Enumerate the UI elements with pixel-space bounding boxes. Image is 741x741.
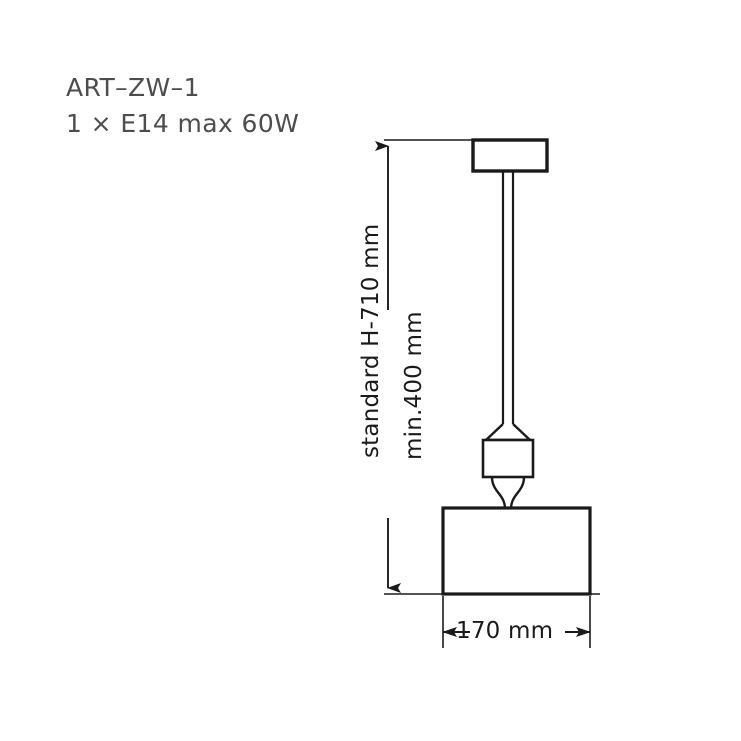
height-min-label: min.400 mm (401, 311, 427, 460)
lower-neck-right-curve (509, 476, 526, 510)
width-dimension (442, 596, 591, 648)
upper-neck-flare (484, 423, 532, 442)
lower-neck-left-curve (490, 476, 507, 510)
title-block: ART–ZW–1 1 × E14 max 60W (66, 70, 299, 142)
lamp-fixture (441, 138, 592, 596)
lamp-shade (441, 506, 592, 596)
height-standard-label: standard H-710 mm (358, 223, 384, 458)
suspension-rod (501, 171, 515, 424)
ceiling-canopy (471, 138, 549, 173)
width-label: 170 mm (456, 618, 554, 644)
decorative-body (481, 438, 535, 479)
lamp-spec: 1 × E14 max 60W (66, 109, 300, 138)
model-code: ART–ZW–1 (66, 73, 200, 102)
